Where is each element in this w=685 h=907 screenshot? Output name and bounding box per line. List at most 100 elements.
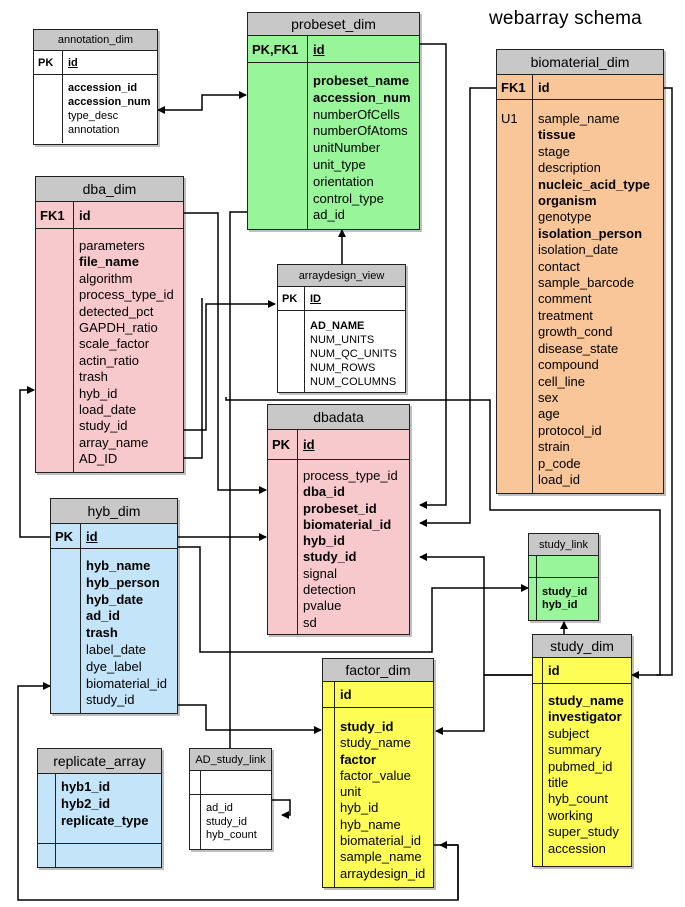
field-biomaterial_dim-16: cell_line	[538, 373, 585, 389]
field-factor_dim-6: hyb_name	[340, 816, 401, 832]
field-dba_dim-4: detected_pct	[79, 303, 154, 319]
link-dba-dbadata	[184, 212, 267, 494]
field-factor_dim-9: arraydesign_id	[340, 865, 426, 881]
primary-key: ID	[310, 293, 321, 305]
field-study_dim-9: accession	[548, 840, 606, 856]
field-probeset_dim-4: unitNumber	[313, 140, 381, 156]
primary-key: id	[86, 529, 98, 544]
field-biomaterial_dim-18: age	[538, 406, 560, 422]
primary-key: id	[68, 57, 78, 69]
primary-key: id	[538, 80, 550, 95]
field-replicate_array-1: hyb2_id	[61, 795, 111, 811]
table-name: arraydesign_view	[278, 265, 405, 287]
table-name: AD_study_link	[190, 749, 271, 771]
field-biomaterial_dim-1: tissue	[538, 127, 576, 143]
field-dbadata-1: dba_id	[303, 484, 345, 500]
link-hyb-factor	[178, 704, 322, 734]
field-dbadata-4: hyb_id	[303, 533, 345, 549]
field-arraydesign_view-3: NUM_ROWS	[310, 362, 376, 374]
field-study_dim-8: super_study	[548, 824, 619, 840]
field-probeset_dim-3: numberOfAtoms	[313, 123, 408, 139]
field-dba_dim-3: process_type_id	[79, 287, 174, 303]
field: accession_num	[68, 96, 151, 108]
field-biomaterial_dim-15: compound	[538, 357, 599, 373]
link-dba-arraydesign	[184, 300, 276, 431]
link-dbaad-arraydesign	[184, 298, 203, 459]
key-label: FK1	[36, 202, 74, 228]
field-dba_dim-6: scale_factor	[79, 336, 150, 352]
table-name: study_dim	[533, 635, 631, 658]
field-study_dim-4: pubmed_id	[548, 758, 613, 774]
primary-key: id	[303, 437, 315, 452]
field-dbadata-6: signal	[303, 565, 337, 581]
field-biomaterial_dim-10: sample_barcode	[538, 275, 635, 291]
field-study_dim-7: working	[548, 807, 593, 823]
primary-key: id	[340, 687, 352, 702]
field-biomaterial_dim-12: treatment	[538, 307, 593, 323]
field-dba_dim-8: trash	[79, 369, 108, 385]
field-hyb_dim-8: study_id	[86, 692, 135, 708]
key-label: PK,FK1	[248, 36, 308, 62]
field-factor_dim-3: factor_value	[340, 767, 411, 783]
field-biomaterial_dim-2: stage	[538, 143, 570, 159]
table-name: factor_dim	[323, 659, 433, 682]
field-biomaterial_dim-11: comment	[538, 291, 592, 307]
field-probeset_dim-8: ad_id	[313, 207, 345, 223]
field-dba_dim-13: AD_ID	[79, 451, 118, 467]
field-arraydesign_view-4: NUM_COLUMNS	[310, 376, 397, 388]
field-dbadata-8: pvalue	[303, 598, 342, 614]
field-factor_dim-5: hyb_id	[340, 800, 379, 816]
link-study-factor	[435, 674, 532, 735]
field-dbadata-2: probeset_id	[303, 500, 377, 516]
field: accession_id	[68, 82, 138, 94]
field-dbadata-0: process_type_id	[303, 468, 398, 483]
field-biomaterial_dim-8: isolation_date	[538, 242, 619, 258]
field-probeset_dim-1: accession_num	[313, 89, 411, 105]
field-dba_dim-1: file_name	[79, 254, 139, 270]
field-dbadata-5: study_id	[303, 549, 357, 565]
primary-key: id	[548, 663, 560, 678]
field-dba_dim-9: hyb_id	[79, 385, 118, 401]
field-biomaterial_dim-13: growth_cond	[538, 324, 613, 340]
key-label: PK	[51, 524, 81, 548]
field-arraydesign_view-2: NUM_QC_UNITS	[310, 348, 397, 360]
table-annotation_dim[interactable]: annotation_dim PK id accession_id access…	[33, 29, 158, 145]
field-biomaterial_dim-4: nucleic_acid_type	[538, 176, 650, 192]
field-biomaterial_dim-3: description	[538, 160, 601, 176]
link-factor-loop	[439, 841, 459, 900]
link-biomaterial-right	[656, 87, 673, 676]
field-biomaterial_dim-20: strain	[538, 439, 570, 455]
field-probeset_dim-2: numberOfCells	[313, 106, 400, 122]
field-dba_dim-10: load_date	[79, 402, 137, 418]
field-dbadata-7: detection	[303, 582, 356, 598]
field-dba_dim-12: array_name	[79, 434, 149, 450]
field-dba_dim-2: algorithm	[79, 270, 133, 286]
link-biomaterial-dbadata	[419, 87, 496, 527]
field-factor_dim-8: sample_name	[340, 849, 422, 865]
field-study_dim-1: investigator	[548, 709, 622, 725]
link-hyb-dba	[19, 386, 50, 538]
field-study_link-1: hyb_id	[542, 599, 578, 611]
field-dba_dim-0: parameters	[79, 238, 145, 253]
field-probeset_dim-7: control_type	[313, 190, 384, 206]
field-replicate_array-2: replicate_type	[61, 812, 149, 828]
field-biomaterial_dim-5: organism	[538, 193, 597, 209]
key-label: PK	[278, 287, 305, 310]
field-dbadata-3: biomaterial_id	[303, 516, 392, 532]
field-biomaterial_dim-6: genotype	[538, 209, 592, 225]
link-probeset-dbadata	[419, 43, 447, 509]
table-name: annotation_dim	[34, 30, 157, 51]
field-factor_dim-0: study_id	[340, 719, 394, 734]
